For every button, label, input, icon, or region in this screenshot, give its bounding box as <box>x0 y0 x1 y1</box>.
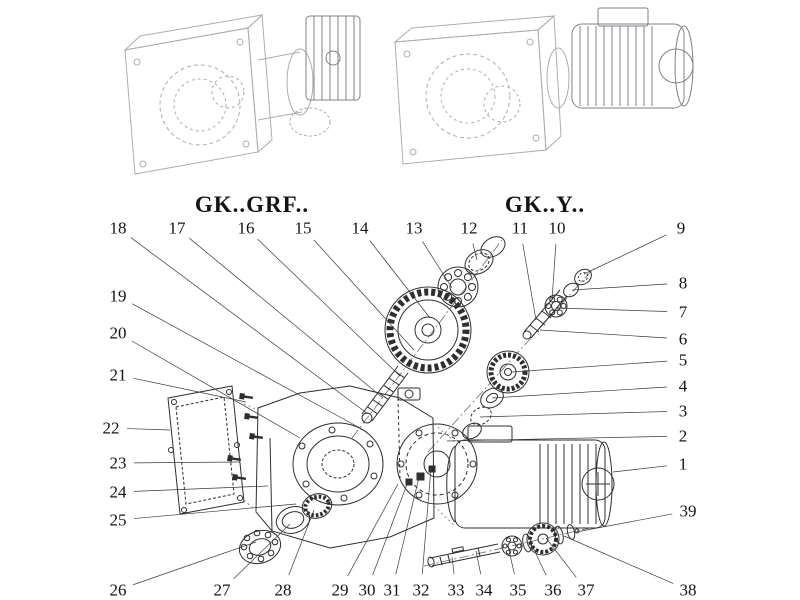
callout-34: 34 <box>475 580 493 600</box>
callout-19: 19 <box>109 286 127 306</box>
callout-1: 1 <box>678 454 688 474</box>
callout-8: 8 <box>678 273 688 293</box>
motor-fan-cover <box>581 467 615 501</box>
y-motor-drawing <box>571 7 694 109</box>
oil-seal <box>275 506 311 534</box>
gearbox-grf-drawing <box>123 13 361 175</box>
callout-15: 15 <box>294 218 312 238</box>
output-flange <box>396 423 478 505</box>
output-bearing <box>238 529 282 565</box>
callout-2: 2 <box>678 426 688 446</box>
callout-9: 9 <box>676 218 686 238</box>
callout-3: 3 <box>678 401 688 421</box>
toothed-ring <box>301 493 333 519</box>
callout-25: 25 <box>109 510 127 530</box>
side-cover-plate <box>167 385 245 515</box>
motor-terminal-box <box>467 425 513 443</box>
callout-4: 4 <box>678 376 688 396</box>
callout-6: 6 <box>678 329 688 349</box>
callout-32: 32 <box>412 580 430 600</box>
callout-5: 5 <box>678 350 688 370</box>
callout-37: 37 <box>577 580 595 600</box>
gearbox-y-drawing <box>393 7 694 165</box>
callout-36: 36 <box>544 580 562 600</box>
callout-10: 10 <box>548 218 566 238</box>
callout-14: 14 <box>351 218 369 238</box>
callout-28: 28 <box>274 580 292 600</box>
callout-16: 16 <box>237 218 255 238</box>
callout-33: 33 <box>447 580 465 600</box>
cover-screws <box>227 392 264 481</box>
callout-22: 22 <box>102 418 120 438</box>
callout-29: 29 <box>331 580 349 600</box>
callout-11: 11 <box>511 218 529 238</box>
model-label-gk-y: GK..Y.. <box>504 192 586 217</box>
callout-20: 20 <box>109 323 127 343</box>
pinion-shaft <box>522 289 568 340</box>
input-worm-shaft <box>361 365 409 424</box>
callout-31: 31 <box>383 580 401 600</box>
large-gear-bearing <box>437 266 479 308</box>
callout-12: 12 <box>460 218 478 238</box>
retaining-rings <box>464 236 506 275</box>
callout-23: 23 <box>109 453 127 473</box>
grf-finned-cover <box>305 15 361 101</box>
large-gear <box>384 286 472 374</box>
callout-leader-lines <box>126 234 674 586</box>
keys-and-plugs <box>405 465 436 486</box>
pinion-rings <box>563 268 592 298</box>
callout-27: 27 <box>213 580 231 600</box>
callout-26: 26 <box>109 580 127 600</box>
callout-38: 38 <box>679 580 697 600</box>
callout-18: 18 <box>109 218 127 238</box>
electric-motor <box>446 425 615 529</box>
callout-21: 21 <box>109 365 127 385</box>
callout-35: 35 <box>509 580 527 600</box>
callout-13: 13 <box>405 218 423 238</box>
model-label-gk-grf: GK..GRF.. <box>194 192 310 217</box>
callout-24: 24 <box>109 482 127 502</box>
exploded-view-drawing <box>167 236 615 568</box>
callout-17: 17 <box>168 218 186 238</box>
callout-7: 7 <box>678 302 688 322</box>
callout-30: 30 <box>358 580 376 600</box>
callout-39: 39 <box>679 501 697 521</box>
